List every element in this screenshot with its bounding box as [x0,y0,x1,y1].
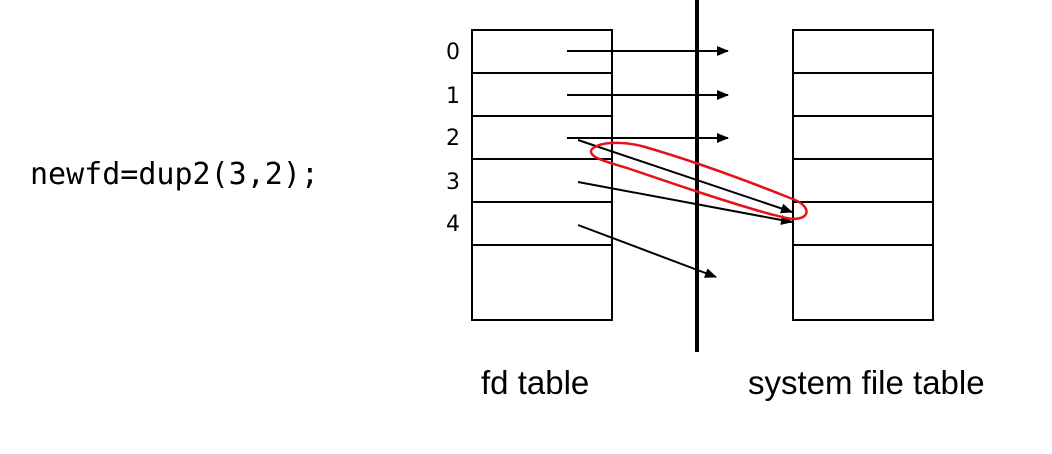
arrow-fd4 [577,224,717,278]
sys-cell-4 [792,201,934,246]
fd-index-2: 2 [446,126,460,151]
fd-table-label: fd table [481,364,589,401]
fd-index-1: 1 [446,84,460,109]
fd-cell-empty [471,244,613,321]
fd-indices: 0 1 2 3 4 [446,40,460,237]
fd-index-4: 4 [446,212,460,237]
sys-cell-2 [792,115,934,160]
arrow-fd3 [577,181,793,225]
sys-cell-3 [792,158,934,203]
system-file-table [792,29,934,321]
fd-index-3: 3 [446,170,460,195]
fd-cell-4 [471,201,613,246]
system-file-table-label: system file table [748,364,985,401]
code-statement: newfd=dup2(3,2); [30,157,319,192]
highlight-loop [589,141,808,221]
fd-cell-3 [471,158,613,203]
pointer-arrows [567,46,793,278]
fd-table [471,29,613,321]
sys-cell-1 [792,72,934,117]
sys-cell-0 [792,29,934,74]
sys-cell-5 [792,244,934,321]
arrow-fd2-new [577,139,793,214]
fd-index-0: 0 [446,40,460,65]
